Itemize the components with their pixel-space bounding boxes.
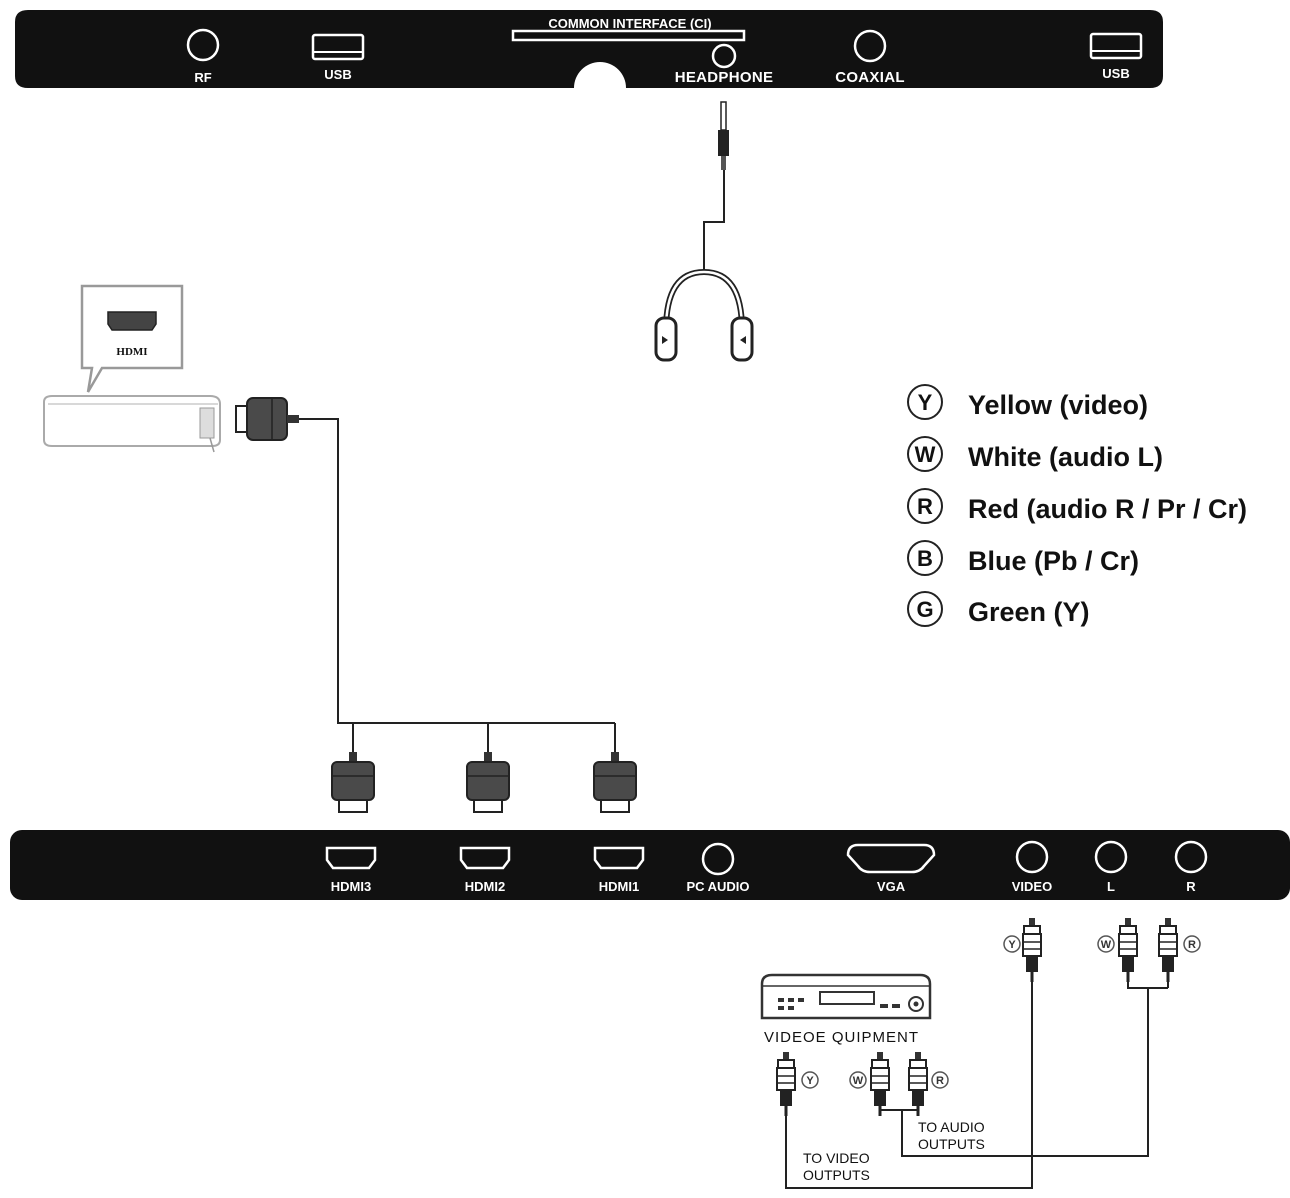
legend-item-green: G Green (Y) (907, 591, 1090, 627)
audio-r-label: R (1186, 879, 1196, 894)
color-legend: Y Yellow (video) W White (audio L) R Red… (907, 384, 1247, 627)
video-equipment: VIDEOE QUIPMENT (760, 973, 932, 1046)
legend-label: Green (Y) (968, 597, 1090, 627)
rca-plug-audio-l-equip (869, 1050, 891, 1118)
coaxial-port[interactable]: COAXIAL (835, 29, 905, 86)
tag-r-tv: R (1188, 939, 1196, 951)
rf-label: RF (194, 70, 211, 85)
video-label: VIDEO (1012, 879, 1052, 894)
vga-port[interactable]: VGA (846, 843, 936, 894)
hdmi3-label: HDMI3 (331, 879, 371, 894)
hdmi2-label: HDMI2 (465, 879, 505, 894)
to-audio-line1: TO AUDIO (918, 1119, 985, 1135)
legend-letter: R (917, 494, 933, 519)
rf-port[interactable]: RF (186, 28, 220, 85)
legend-label: Red (audio R / Pr / Cr) (968, 494, 1247, 524)
audio-r-port[interactable]: R (1174, 840, 1208, 894)
hdmi1-label: HDMI1 (599, 879, 639, 894)
headphone-label: HEADPHONE (675, 69, 774, 86)
video-port[interactable]: VIDEO (1012, 840, 1052, 894)
audio-l-label: L (1107, 879, 1115, 894)
legend-label: White (audio L) (968, 442, 1163, 472)
ci-slot[interactable]: COMMON INTERFACE (CI) (511, 16, 746, 42)
video-equipment-label: VIDEOE QUIPMENT (764, 1029, 919, 1046)
av-cable-equipment-side: Y W R (775, 1050, 949, 1118)
legend-item-red: R Red (audio R / Pr / Cr) (907, 488, 1247, 524)
hdmi-cable (299, 418, 615, 724)
rca-plug-audio-l-tv (1117, 916, 1139, 984)
pc-audio-port[interactable]: PC AUDIO (686, 842, 750, 894)
tag-y-equip: Y (806, 1075, 814, 1087)
to-video-line1: TO VIDEO (803, 1150, 870, 1166)
headphone-cable (703, 170, 725, 270)
tag-y-tv: Y (1008, 939, 1016, 951)
legend-item-white: W White (audio L) (907, 436, 1163, 472)
hdmi-plug-source (235, 397, 299, 441)
headphone-plug (718, 101, 729, 170)
hdmi-plug-hdmi1 (593, 751, 637, 813)
rca-plug-video-equip (775, 1050, 797, 1118)
hdmi-plug-hdmi2 (466, 751, 510, 813)
legend-letter: Y (918, 390, 933, 415)
legend-letter: W (915, 442, 936, 467)
usb-right-label: USB (1102, 66, 1129, 81)
hdmi-source-device: HDMI (43, 284, 221, 453)
ci-label: COMMON INTERFACE (CI) (548, 16, 711, 31)
hdmi-plug-hdmi3 (331, 751, 375, 813)
vga-label: VGA (877, 879, 906, 894)
headphone-port[interactable]: HEADPHONE (675, 43, 774, 86)
output-annotations: TO AUDIO OUTPUTS TO VIDEO OUTPUTS (803, 1119, 985, 1183)
headphone-icon (654, 268, 754, 362)
rca-plug-audio-r-equip (907, 1050, 929, 1118)
legend-letter: B (917, 546, 933, 571)
rca-plug-video-tv (1021, 916, 1043, 984)
rca-plug-audio-r-tv (1157, 916, 1179, 984)
bottom-panel: HDMI3 HDMI2 HDMI1 PC AUDIO VGA VIDEO L (10, 830, 1290, 900)
tag-w-equip: W (853, 1075, 864, 1087)
hdmi-callout: HDMI (80, 284, 184, 393)
to-video-line2: OUTPUTS (803, 1167, 870, 1183)
to-audio-line2: OUTPUTS (918, 1136, 985, 1152)
hdmi3-port[interactable]: HDMI3 (325, 846, 377, 894)
hdmi-callout-label: HDMI (116, 346, 147, 358)
legend-item-blue: B Blue (Pb / Cr) (907, 540, 1139, 576)
hdmi2-port[interactable]: HDMI2 (459, 846, 511, 894)
top-panel: COMMON INTERFACE (CI) RF USB HEADPHONE C… (15, 10, 1163, 88)
legend-letter: G (916, 597, 933, 622)
usb-left-label: USB (324, 67, 351, 82)
hdmi1-port[interactable]: HDMI1 (593, 846, 645, 894)
usb-port-left[interactable]: USB (311, 33, 365, 82)
legend-label: Yellow (video) (968, 390, 1148, 420)
tag-w-tv: W (1101, 939, 1112, 951)
pc-audio-label: PC AUDIO (686, 879, 749, 894)
legend-item-yellow: Y Yellow (video) (907, 384, 1148, 420)
tag-r-equip: R (936, 1075, 944, 1087)
legend-label: Blue (Pb / Cr) (968, 546, 1139, 576)
coaxial-label: COAXIAL (835, 69, 905, 86)
audio-l-port[interactable]: L (1094, 840, 1128, 894)
av-cable-tv-side: Y W R (785, 916, 1201, 1189)
usb-port-right[interactable]: USB (1089, 32, 1143, 81)
